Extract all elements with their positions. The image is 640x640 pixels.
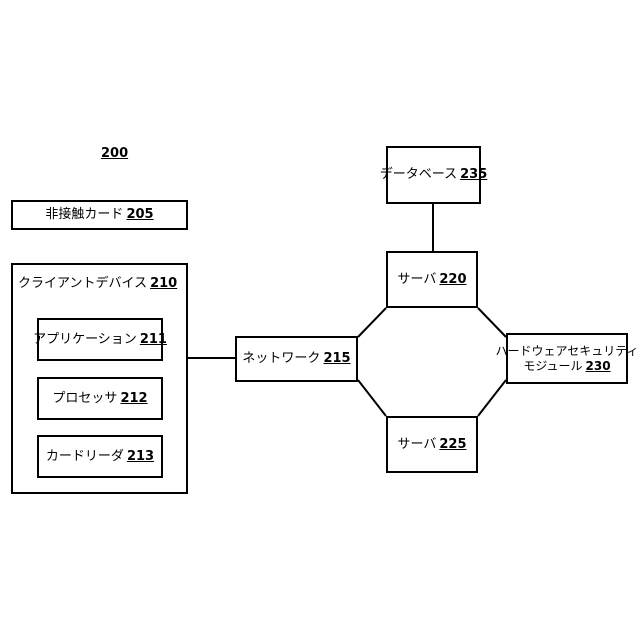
application-box: アプリケーション 211 <box>37 318 163 361</box>
hsm-ref: 230 <box>586 359 611 373</box>
contactless-card-ref: 205 <box>126 207 153 223</box>
client-device-title: クライアントデバイス210 <box>18 272 177 291</box>
network-label: ネットワーク <box>242 351 320 367</box>
card-reader-label: カードリーダ <box>46 449 124 465</box>
database-ref: 235 <box>460 167 487 183</box>
edge-network-server-225 <box>358 380 386 416</box>
contactless-card-label: 非接触カード <box>45 207 123 223</box>
card-reader-box: カードリーダ 213 <box>37 435 163 478</box>
edge-network-server-220 <box>358 308 386 337</box>
server-220-box: サーバ 220 <box>386 251 478 308</box>
contactless-card-box: 非接触カード 205 <box>11 200 188 230</box>
network-ref: 215 <box>323 351 350 367</box>
client-device-ref: 210 <box>150 276 177 291</box>
processor-label: プロセッサ <box>52 391 117 407</box>
edge-server-220-hsm <box>478 308 506 337</box>
client-device-label: クライアントデバイス <box>18 276 147 291</box>
server-225-box: サーバ 225 <box>386 416 478 473</box>
server-225-label: サーバ <box>397 437 436 453</box>
processor-box: プロセッサ 212 <box>37 377 163 420</box>
application-ref: 211 <box>140 332 167 348</box>
card-reader-ref: 213 <box>127 449 154 465</box>
hsm-box: ハードウェアセキュリティ モジュール230 <box>506 333 628 384</box>
server-220-ref: 220 <box>439 272 466 288</box>
figure-reference: 200 <box>101 146 128 161</box>
application-label: アプリケーション <box>33 332 137 348</box>
hsm-label-line2-text: モジュール <box>523 359 582 373</box>
hsm-label-line1: ハードウェアセキュリティ <box>495 344 638 358</box>
server-225-ref: 225 <box>439 437 466 453</box>
server-220-label: サーバ <box>397 272 436 288</box>
database-label: データベース <box>380 167 457 183</box>
network-box: ネットワーク 215 <box>235 336 358 382</box>
processor-ref: 212 <box>120 391 147 407</box>
database-box: データベース 235 <box>386 146 481 204</box>
hsm-label-line2: モジュール 230 <box>523 359 610 373</box>
edge-server-225-hsm <box>478 380 506 416</box>
